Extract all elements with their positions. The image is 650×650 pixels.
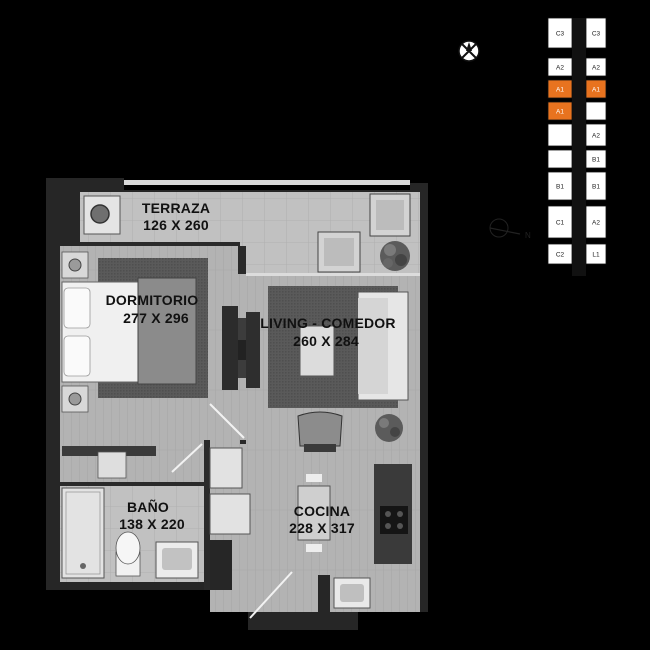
key-plan-unit-right-7: A2	[585, 205, 607, 239]
nightstand-icon	[61, 251, 89, 279]
dormitorio-label: DORMITORIO	[106, 292, 199, 308]
washing-machine-icon	[83, 195, 121, 235]
terrace-railing	[124, 180, 410, 185]
north-arrow-icon: N	[489, 218, 531, 240]
cocina-dims: 228 X 317	[289, 520, 355, 536]
terrace-armchair-icon	[369, 193, 411, 237]
key-plan-unit-left-6: B1	[547, 171, 573, 201]
wall-bed-living	[238, 246, 246, 274]
key-plan-corridor	[572, 18, 586, 276]
key-plan-unit-right-2: A1	[585, 79, 607, 99]
key-plan-unit-label: A1	[556, 87, 564, 94]
terraza-label: TERRAZA	[142, 200, 210, 216]
floor-plan: TERRAZA 126 X 260 DORMITORIO 277 X 296 L…	[46, 178, 428, 630]
room-labels: TERRAZA 126 X 260 DORMITORIO 277 X 296 L…	[106, 200, 396, 536]
key-plan-unit-label: C3	[592, 31, 601, 38]
compass-icon	[458, 40, 480, 62]
bano-label: BAÑO	[127, 498, 169, 515]
key-plan-unit-label: A1	[556, 109, 564, 116]
sofa-icon	[357, 291, 409, 401]
living-dims: 260 X 284	[293, 333, 359, 349]
key-plan-unit-left-1: A2	[547, 57, 573, 77]
key-plan-unit-left-8: C2	[547, 243, 573, 265]
key-plan-unit-label: C1	[556, 220, 565, 227]
plant-icon-2	[375, 414, 403, 442]
door-swings	[171, 403, 293, 619]
key-plan-unit-left-2: A1	[547, 79, 573, 99]
wall-bed-kitchen	[240, 440, 246, 444]
key-plan-unit-label: B1	[592, 184, 600, 191]
wall-kitchen-bottom	[210, 540, 232, 590]
wall-bath-top	[60, 482, 210, 486]
dormitorio-dims: 277 X 296	[123, 310, 189, 326]
key-plan-unit-right-3	[585, 101, 607, 121]
key-plan-unit-left-7: C1	[547, 205, 573, 239]
cocina-label: COCINA	[294, 503, 350, 519]
key-plan-unit-right-4: A2	[585, 123, 607, 147]
key-plan-unit-right-5: B1	[585, 149, 607, 169]
key-plan-unit-label: C3	[556, 31, 565, 38]
wall-bath-right	[204, 440, 210, 590]
bed-icon	[61, 277, 197, 385]
hall-console-icon	[62, 446, 156, 479]
bathroom-sink-icon	[155, 541, 199, 579]
key-plan-unit-label: B1	[556, 184, 564, 191]
window-living	[246, 273, 420, 276]
key-plan-unit-right-0: C3	[585, 17, 607, 49]
armchair-icon	[297, 411, 343, 452]
key-plan-unit-left-0: C3	[547, 17, 573, 49]
dining-table-icon	[297, 474, 331, 552]
key-plan-unit-right-6: B1	[585, 171, 607, 201]
key-plan-unit-label: A2	[592, 133, 600, 140]
key-plan-unit-left-3: A1	[547, 101, 573, 121]
shower-icon	[61, 487, 105, 579]
wall-entry-right	[318, 575, 330, 612]
plant-icon	[380, 241, 410, 271]
key-plan-unit-label: L1	[592, 252, 600, 259]
key-plan-unit-label: A2	[556, 65, 564, 72]
unit-header	[458, 40, 480, 62]
key-plan-unit-label: C2	[556, 252, 565, 259]
terraza-dims: 126 X 260	[143, 217, 209, 233]
wall-terrace-left	[60, 192, 80, 242]
kitchen-sink-icon	[333, 577, 371, 609]
key-plan-unit-left-4	[547, 123, 573, 147]
nightstand-icon-2	[61, 385, 89, 413]
north-label: N	[525, 231, 531, 240]
living-label: LIVING - COMEDOR	[260, 315, 395, 331]
cocina-entry-floor	[248, 590, 318, 612]
kitchen-counter-icon	[374, 464, 412, 564]
key-plan-unit-left-5	[547, 149, 573, 169]
key-plan-unit-label: A1	[592, 87, 600, 94]
key-plan-unit-right-1: A2	[585, 57, 607, 77]
toilet-icon	[115, 531, 141, 577]
wall-terrace-divider	[80, 242, 240, 246]
key-plan-unit-label: B1	[592, 157, 600, 164]
refrigerator-icon	[209, 447, 251, 535]
key-plan-unit-label: A2	[592, 65, 600, 72]
key-plan-unit-right-8: L1	[585, 243, 607, 265]
coffee-table-icon	[299, 325, 335, 377]
tv-unit-icon	[238, 312, 260, 388]
key-plan-unit-label: A2	[592, 220, 600, 227]
terrace-armchair-icon-2	[317, 231, 361, 273]
bano-dims: 138 X 220	[119, 516, 185, 532]
